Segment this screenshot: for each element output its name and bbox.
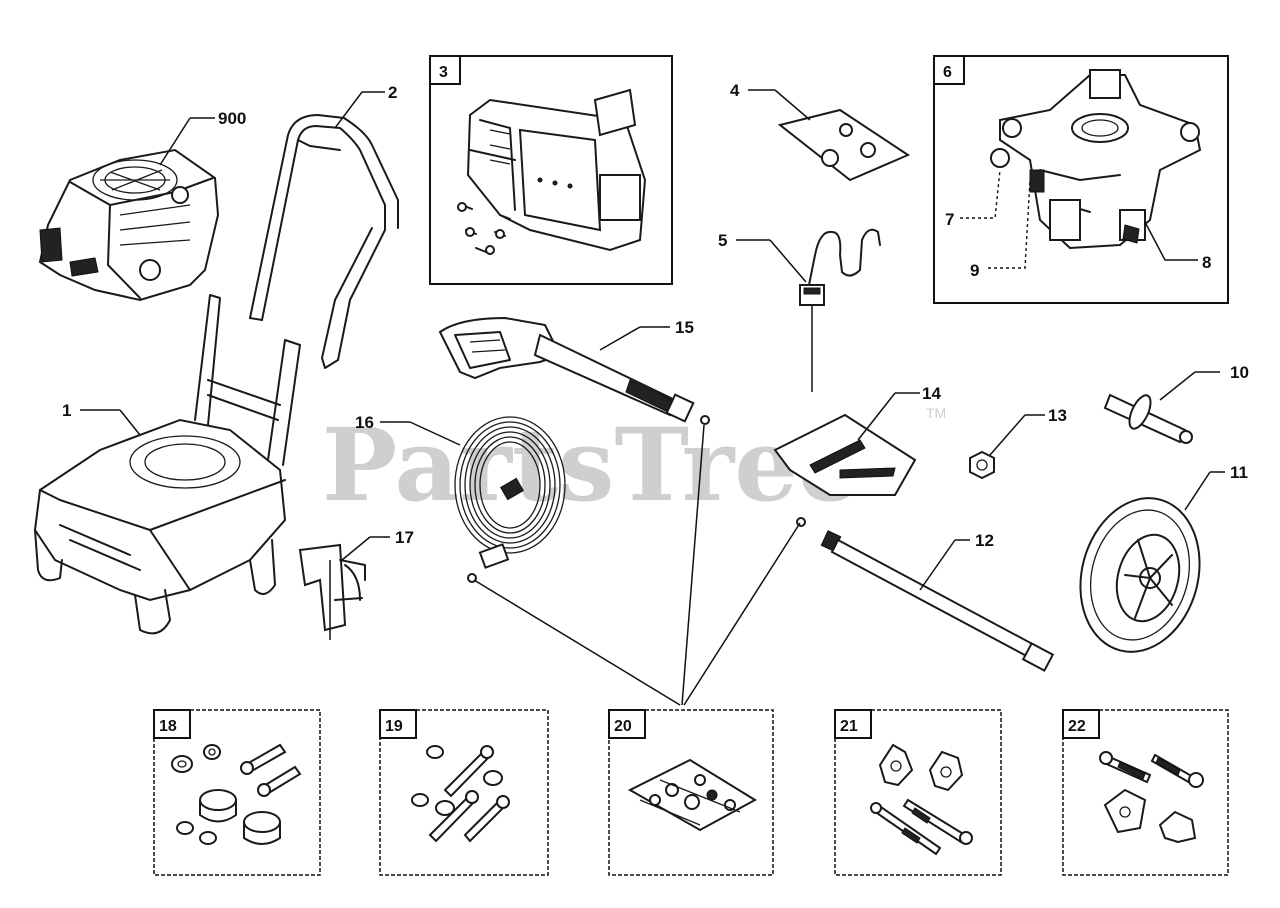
part-spray-gun[interactable] [438,316,710,425]
part-wheel[interactable] [1064,485,1216,666]
watermark-trademark: TM [926,405,946,421]
box-20 [608,709,774,876]
box-21-tag [834,709,872,739]
callout-4: 4 [730,81,740,100]
box-label-22: 22 [1068,718,1086,735]
part-pump[interactable] [990,69,1202,250]
box-18 [153,709,321,876]
box-6-tag [933,55,965,85]
part-screw-knob-kit[interactable] [1099,751,1204,844]
callout-2: 2 [388,83,397,102]
part-engine[interactable] [38,148,220,302]
part-isolator-kit[interactable] [171,743,302,845]
box-18-tag [153,709,191,739]
callout-11: 11 [1230,463,1248,482]
callout-16: 16 [355,413,374,432]
box-label-6: 6 [943,64,952,81]
part-control-panel[interactable] [457,88,647,255]
part-handle-knob-kit[interactable] [870,743,973,856]
box-label-21: 21 [840,718,858,735]
box-21-group [834,709,1002,876]
callout-1: 1 [62,401,71,420]
box-22-group [1062,709,1229,876]
box-label-19: 19 [385,718,403,735]
box-20-group [608,709,774,876]
box-3 [429,55,673,285]
box-19-group [379,709,549,876]
callout-5: 5 [718,231,727,250]
watermark: PartsTree TM [322,405,946,524]
callout-13: 13 [1048,406,1067,425]
callout-12: 12 [975,531,994,550]
box-label-18: 18 [159,718,177,735]
part-nozzle-bag[interactable] [773,413,917,496]
box-18-group [153,709,321,876]
callout-15: 15 [675,318,694,337]
part-nut[interactable] [969,450,995,480]
box-22-tag [1062,709,1100,739]
box-6 [933,55,1229,304]
box-19 [379,709,549,876]
part-handle[interactable] [249,114,399,369]
callout-9: 9 [970,261,979,280]
connection-lines [473,424,801,706]
part-oring-kit[interactable] [627,758,757,832]
watermark-text: PartsTree [322,406,862,524]
part-spray-wand[interactable] [796,517,1055,672]
box-21 [834,709,1002,876]
part-bolt-kit[interactable] [411,745,510,843]
box-19-tag [379,709,417,739]
part-frame[interactable] [33,294,301,635]
part-high-pressure-hose[interactable] [454,416,566,583]
callout-17: 17 [395,528,414,547]
box-label-3: 3 [439,64,448,81]
box-3-tag [429,55,461,85]
callout-900: 900 [218,109,246,128]
part-chemical-tube[interactable] [799,228,881,392]
leader-lines [80,89,1225,591]
callout-14: 14 [922,384,941,403]
callout-8: 8 [1202,253,1211,272]
box-20-tag [608,709,646,739]
box-label-20: 20 [614,718,632,735]
part-axle[interactable] [1103,392,1193,444]
box-22 [1062,709,1229,876]
part-bracket[interactable] [298,543,366,640]
callout-10: 10 [1230,363,1249,382]
part-fittings-bag[interactable] [777,108,911,182]
callout-7: 7 [945,210,954,229]
callout-labels: 900 2 1 4 5 7 8 9 10 11 12 13 14 15 16 1… [62,64,1249,735]
